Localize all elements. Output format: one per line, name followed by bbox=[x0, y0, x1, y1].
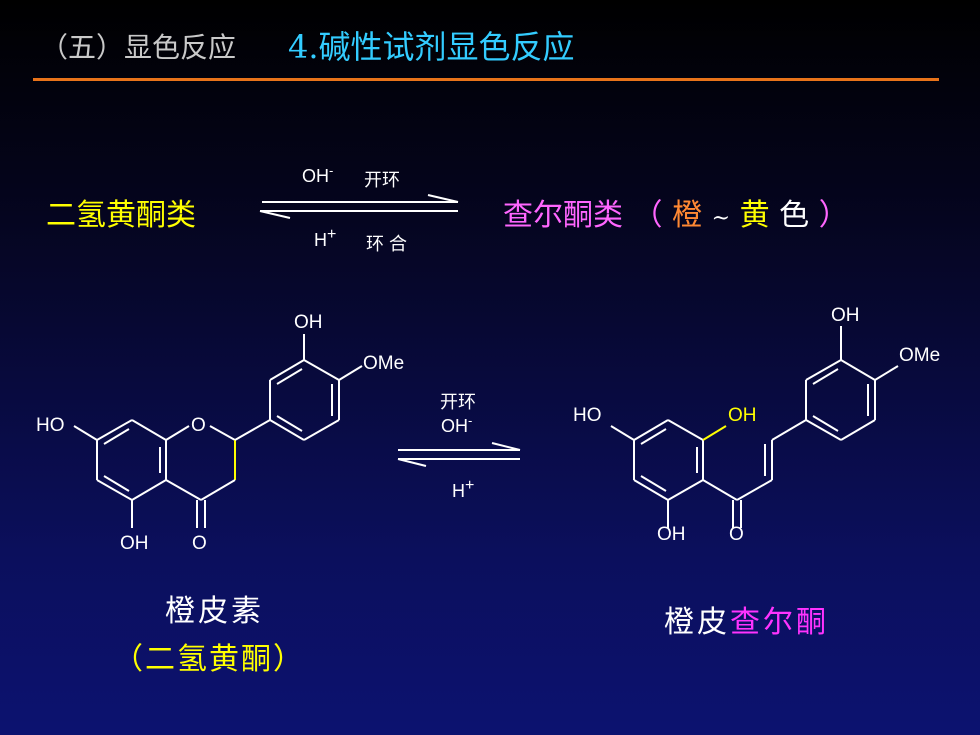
s1-carbonyl-oxygen: O bbox=[192, 533, 207, 554]
chalcone-structure bbox=[610, 326, 899, 528]
hesperetin-atom-labels: OH OMe HO O OH O bbox=[36, 312, 404, 554]
top-condition: 开环 bbox=[364, 170, 400, 191]
mid-bottom-reagent-text: H bbox=[452, 481, 465, 501]
mid-forward-arrowhead bbox=[491, 442, 521, 451]
s2-oh-top: OH bbox=[831, 305, 860, 326]
color-yellow-word: 黄 bbox=[739, 198, 770, 233]
s1-ome: OMe bbox=[363, 353, 404, 374]
s2-carbonyl-oxygen: O bbox=[729, 524, 744, 545]
slide-title: 4.碱性试剂显色反应 bbox=[288, 28, 575, 66]
s2-oh-ring: OH bbox=[728, 405, 757, 426]
chalcone-class-label: 查尔酮类 （ 橙 ~ 黄 色 ） bbox=[503, 190, 849, 234]
bottom-reagent: H+ bbox=[314, 226, 336, 251]
forward-arrowhead bbox=[427, 194, 459, 203]
s1-ring-oxygen: O bbox=[191, 415, 206, 436]
dihydroflavone-class-label: 二氢黄酮类 bbox=[46, 198, 196, 233]
s1-oh-bottom: OH bbox=[120, 533, 149, 554]
mid-top-reagent-sup: - bbox=[468, 413, 473, 428]
mid-top-reagent: OH- bbox=[441, 413, 472, 437]
bottom-reagent-sup: + bbox=[327, 226, 337, 243]
hesperetin-chalcone-label: 橙皮查尔酮 bbox=[664, 597, 829, 641]
paren-open: （ bbox=[632, 198, 663, 233]
reverse-arrowhead bbox=[259, 210, 291, 219]
bottom-condition: 环合 bbox=[366, 234, 412, 255]
bottom-reagent-text: H bbox=[314, 230, 327, 250]
s2-oh-bottom: OH bbox=[657, 524, 686, 545]
s1-oh-top: OH bbox=[294, 312, 323, 333]
top-reagent-sup: - bbox=[329, 163, 334, 178]
chalcone-atom-labels: OH OMe HO OH OH O bbox=[573, 305, 940, 545]
mid-top-reagent-text: OH bbox=[441, 416, 468, 436]
range-tilde: ~ bbox=[711, 206, 731, 231]
dihydroflavone-label: （二氢黄酮） bbox=[113, 642, 305, 677]
s2-ho-left: HO bbox=[573, 405, 602, 426]
hesperetin-label: 橙皮素 bbox=[165, 594, 264, 629]
paren-close: ） bbox=[818, 198, 849, 233]
s1-ho-left: HO bbox=[36, 415, 65, 436]
s2-ome: OMe bbox=[899, 345, 940, 366]
mid-equilibrium-arrows bbox=[397, 442, 521, 467]
mid-reverse-arrowhead bbox=[397, 458, 427, 467]
chalcone-class-name: 查尔酮类 bbox=[503, 198, 623, 233]
mid-bottom-reagent: H+ bbox=[452, 477, 474, 502]
chalcone-word: 查尔酮 bbox=[730, 605, 829, 640]
color-word: 色 bbox=[779, 198, 810, 233]
hesperetin-prefix: 橙皮 bbox=[664, 605, 730, 640]
hesperetin-structure bbox=[73, 334, 363, 528]
top-reagent: OH- bbox=[302, 163, 333, 187]
top-reagent-text: OH bbox=[302, 166, 329, 186]
title-rule bbox=[33, 78, 939, 81]
section-prefix: （五）显色反应 bbox=[40, 31, 237, 64]
top-equilibrium-arrows bbox=[259, 194, 459, 219]
mid-bottom-reagent-sup: + bbox=[465, 477, 475, 494]
color-orange-word: 橙 bbox=[672, 198, 703, 233]
mid-top-condition: 开环 bbox=[440, 392, 476, 413]
